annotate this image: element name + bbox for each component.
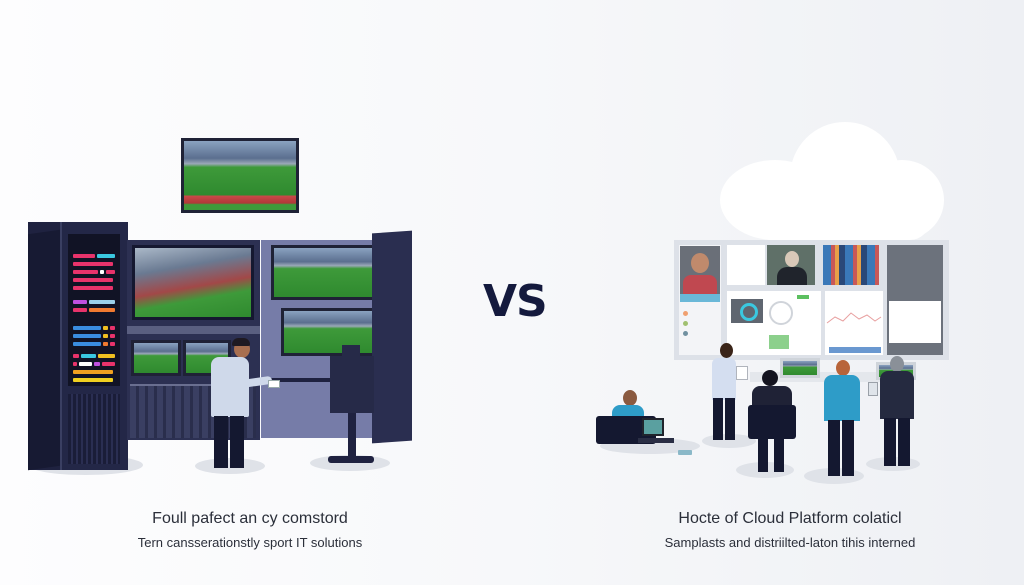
rack-vent-grille: [68, 394, 120, 464]
profile-card: [678, 244, 722, 356]
phone-icon: [868, 382, 878, 396]
left-heading: Foull pafect an cy comstord: [152, 510, 348, 527]
phone-icon: [678, 450, 692, 455]
cloud-platform-illustration: [590, 100, 970, 490]
right-heading: Hocte of Cloud Platform colaticl: [678, 510, 902, 527]
photo-grid-panel: [822, 244, 880, 286]
menu-list-panel: [726, 244, 766, 286]
on-premise-illustration: [0, 0, 460, 480]
dashboard-wall: [674, 240, 949, 360]
line-chart-icon: [826, 312, 882, 324]
rack-side-panel: [28, 229, 60, 471]
server-rack: [28, 222, 128, 471]
analytics-side-panel: [886, 244, 944, 356]
left-subheading: Tern cansserationstly sport IT solutions: [137, 535, 363, 550]
line-chart-panel: [824, 290, 884, 356]
desk-monitor-1: [780, 358, 820, 378]
ring-chart-icon: [731, 299, 763, 323]
rack-led-panel: [68, 234, 120, 386]
console-main-monitor: [132, 245, 254, 320]
right-subheading: Samplasts and distriilted-laton tihis in…: [664, 535, 916, 550]
vs-label: VS: [483, 276, 548, 327]
stats-panel: [726, 290, 822, 356]
video-call-panel: [766, 244, 816, 286]
stand-pole: [348, 413, 356, 459]
wall-monitor: [181, 138, 299, 213]
laptop-icon: [642, 418, 664, 436]
tablet-icon: [736, 366, 748, 380]
office-chair: [748, 405, 796, 439]
cabinet-door: [372, 230, 412, 444]
stand-monitor-top: [342, 345, 360, 357]
stand-base: [328, 456, 374, 463]
console-preview-1: [131, 340, 181, 376]
rack-front: [60, 222, 128, 470]
cabinet-monitor-bottom: [281, 308, 375, 356]
cabinet-monitor-top: [271, 245, 375, 300]
stand-monitor: [330, 356, 374, 413]
tablet-icon: [268, 380, 280, 388]
